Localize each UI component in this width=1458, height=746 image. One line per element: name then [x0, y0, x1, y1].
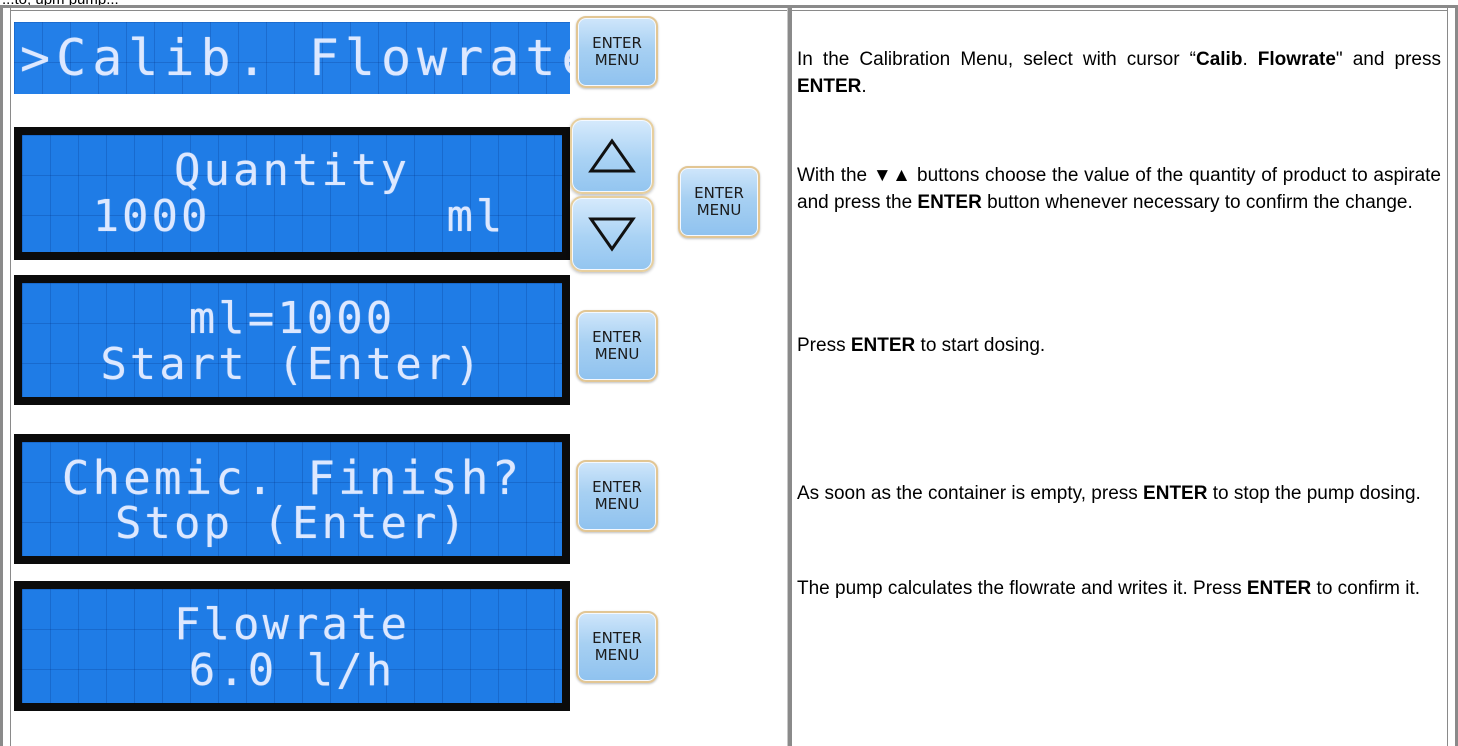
button-label-menu: MENU [696, 201, 742, 219]
lcd-line-2: Stop (Enter) [115, 498, 469, 549]
lcd-display-calib-flowrate: >Calib. Flowrate [14, 22, 570, 94]
page-top-fragment: ...to; upm pump... [2, 0, 119, 8]
down-arrow-button[interactable] [570, 196, 654, 272]
up-arrow-button[interactable] [570, 118, 654, 194]
step-4-description: As soon as the container is empty, press… [797, 483, 1421, 504]
table-inner-border [1447, 8, 1448, 746]
button-label-menu: MENU [594, 51, 640, 69]
lcd-line-2: Start (Enter) [100, 339, 484, 390]
button-label-enter: ENTER [592, 328, 642, 346]
table-inner-border [10, 10, 1448, 11]
step-3-description: Press ENTER to start dosing. [797, 335, 1046, 356]
down-arrow-icon [588, 217, 636, 252]
button-label-menu: MENU [594, 646, 640, 664]
enter-menu-button[interactable]: ENTER MENU [576, 611, 658, 683]
lcd-display-start: ml=1000 Start (Enter) [14, 275, 570, 405]
column-divider [787, 8, 792, 746]
enter-menu-button[interactable]: ENTER MENU [678, 166, 760, 238]
lcd-line-2: 6.0 l/h [188, 645, 396, 696]
lcd-line-1: Chemic. Finish? [61, 451, 523, 505]
lcd-line-1: ml=1000 [188, 293, 396, 344]
step-2-description: With the ▼▲ buttons choose the value of … [797, 165, 1441, 213]
lcd-display-flowrate: Flowrate 6.0 l/h [14, 581, 570, 711]
lcd-display-quantity: Quantity 1000 ml [14, 127, 570, 260]
button-label-enter: ENTER [694, 184, 744, 202]
table-inner-border [10, 8, 11, 746]
enter-menu-button[interactable]: ENTER MENU [576, 460, 658, 532]
lcd-display-chemic-finish: Chemic. Finish? Stop (Enter) [14, 434, 570, 564]
enter-menu-button[interactable]: ENTER MENU [576, 16, 658, 88]
lcd-line-1: Quantity [174, 145, 410, 196]
button-label-enter: ENTER [592, 629, 642, 647]
enter-menu-button[interactable]: ENTER MENU [576, 310, 658, 382]
lcd-line-2: 1000 ml [92, 191, 506, 242]
button-label-enter: ENTER [592, 478, 642, 496]
lcd-line-1: >Calib. Flowrate [20, 29, 570, 87]
lcd-line-1: Flowrate [174, 599, 410, 650]
step-5-description: The pump calculates the flowrate and wri… [797, 578, 1421, 599]
button-label-enter: ENTER [592, 34, 642, 52]
button-label-menu: MENU [594, 345, 640, 363]
up-arrow-icon [588, 138, 636, 173]
button-label-menu: MENU [594, 495, 640, 513]
step-1-description: In the Calibration Menu, select with cur… [797, 49, 1441, 97]
